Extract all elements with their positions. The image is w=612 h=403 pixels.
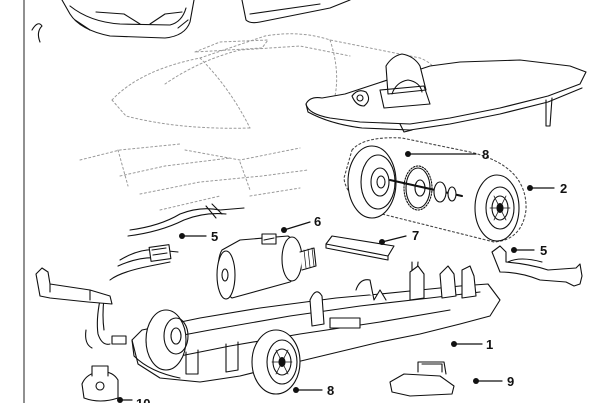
front-right-wheel [251,329,301,395]
callout-5-right: 5 [540,243,547,258]
left-bracket-part [35,267,113,305]
leader-7 [381,235,407,243]
callout-6: 6 [314,214,321,229]
callout-10: 10 [136,396,150,403]
callout-2: 2 [560,181,567,196]
dot-10 [117,397,123,403]
callout-5-left: 5 [211,229,218,244]
callout-dots [117,151,533,403]
callout-labels: 8 2 6 5 7 5 1 9 8 10 [136,147,567,403]
callout-1: 1 [486,337,493,352]
leader-6 [283,221,311,231]
dot-5-left [179,233,185,239]
callout-7: 7 [412,228,419,243]
decor-curl [31,23,43,43]
dot-5-right [511,247,517,253]
callout-8-bottom: 8 [327,383,334,398]
motor-part [216,233,317,300]
dot-8-bottom [293,387,299,393]
callout-leaders [119,153,555,401]
pickup-part [81,365,119,402]
rear-axle-assembly [343,137,527,243]
dot-9 [473,378,479,384]
connector-block-part [389,361,455,397]
dot-7 [379,239,385,245]
front-bumper-part [61,0,195,39]
front-left-wheel [145,309,189,371]
interior-tray-part [305,53,587,133]
right-bracket-part [411,245,583,289]
dot-6 [281,227,287,233]
car-body-ghost-outline [79,33,438,211]
dot-2 [527,185,533,191]
callout-9: 9 [507,374,514,389]
dot-8-top [405,151,411,157]
wire-harness-part [85,203,245,349]
side-body-part [241,0,351,24]
callout-8-top: 8 [482,147,489,162]
dot-1 [451,341,457,347]
guide-plate-part [325,235,395,261]
chassis-part [131,265,501,383]
